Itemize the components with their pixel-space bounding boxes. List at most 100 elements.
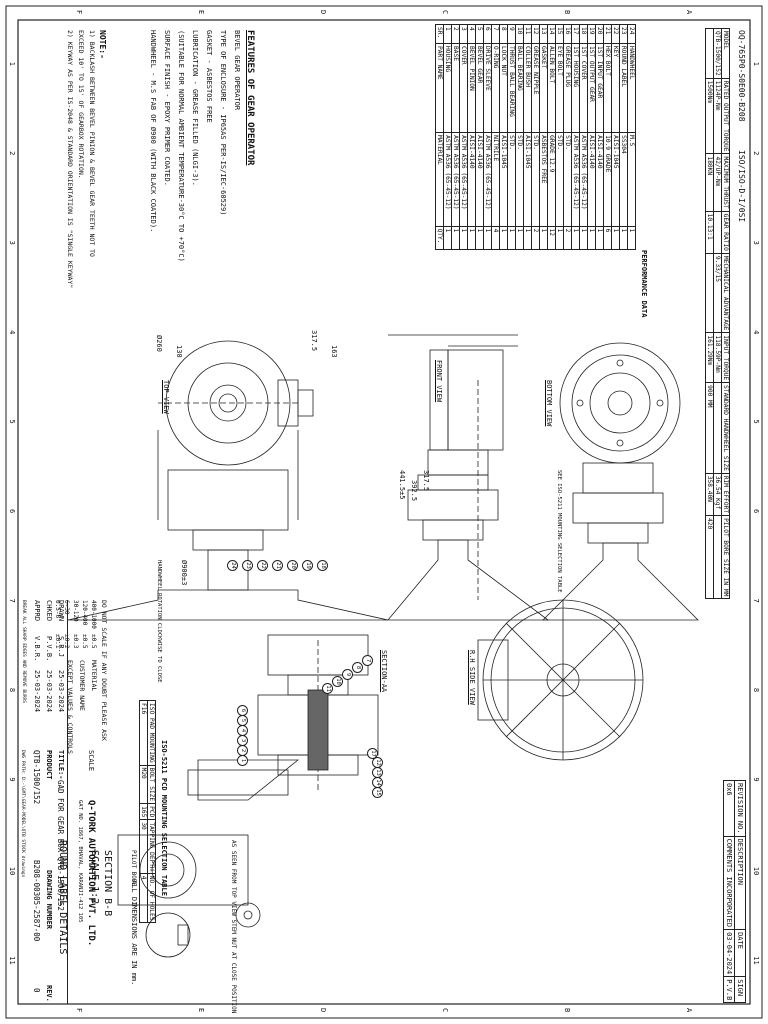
pilot-bore-detail — [117, 834, 249, 906]
iso-mounting-table: ISO PAD MOUNTING BOLT SIZE PCD TAPPING D… — [139, 700, 156, 923]
revision-date-label: DATE — [734, 929, 746, 977]
drawing-number: B208-00305-2587-00 — [32, 860, 41, 942]
company-address: GAT NO. 1867, BHAVAL, KARANJI-412 105 — [77, 800, 83, 923]
revision-sign: P.V.B — [723, 976, 735, 1003]
product-label: PRODUCT — [45, 750, 53, 780]
rh-side-view-label: R.H SIDE VIEW — [468, 650, 476, 705]
revision-sign-label: SIGN — [734, 976, 746, 1003]
iso-header: BOLT SIZE — [147, 765, 156, 804]
revision-no-label: REVISION NO. — [734, 780, 746, 837]
material-label: MATERIAL — [90, 660, 98, 692]
iso-cell: 165 — [139, 803, 148, 820]
revision-no: 0x6 — [723, 780, 735, 837]
revision-row: 0x6 COMMENTS INCORPORATED 03-04-2024 P.V… — [723, 780, 735, 1003]
title-label: TITLE:- — [57, 750, 65, 780]
part-balloon: 17 — [367, 748, 378, 759]
revision-header-row: REVISION NO. DESCRIPTION DATE SIGN — [734, 780, 746, 1003]
tolerance-note: DO NOT SCALE IF ANY DOUBT PLEASE ASK — [100, 600, 108, 741]
front-view-drawing — [387, 334, 550, 621]
section-bb-label: SECTION B-B — [102, 850, 113, 917]
dwg-path: DWG PATH: D:-\GMT\GEAR-MODEL\QTB STOCK d… — [20, 750, 25, 878]
see-iso-note: SEE ISO-5211 MOUNTING SELECTION TABLE — [556, 470, 562, 593]
iso-header-row: ISO PAD MOUNTING BOLT SIZE PCD TAPPING D… — [147, 700, 156, 923]
part-balloon: 21 — [272, 560, 283, 571]
checked-date: 25-03-2024 — [45, 670, 53, 713]
section-aa-drawing — [187, 634, 379, 801]
revision-description-label: DESCRIPTION — [734, 836, 746, 930]
drawn-date: 25-03-2024 — [57, 670, 65, 713]
iso-header: ISO PAD MOUNTING — [147, 700, 156, 766]
round-label-detail — [235, 902, 261, 928]
dimension-441-5: 441.5±5 — [398, 470, 406, 500]
part-balloon: 22 — [257, 560, 268, 571]
company-name: Q-TORK AUTOMATION PVT. LTD. — [86, 800, 96, 947]
front-view-label: FRONT VIEW — [435, 360, 443, 403]
iso-header: TAPPING DEPTH — [147, 819, 156, 874]
section-bb-detail — [145, 912, 191, 958]
approved-by: V.B.R. — [33, 636, 41, 662]
checked-by: P.V.B. — [45, 636, 53, 662]
iso-table-title: ISO-5211 PCD MOUNTING SELECTION TABLE — [160, 740, 168, 896]
tolerance-range: 400-1000 — [90, 600, 97, 629]
iso-row: F16 M20 165 30 4 — [139, 700, 148, 923]
dimension-392-5: 392.5 — [410, 480, 418, 502]
iso-cell: F16 — [139, 700, 148, 766]
part-balloon: 18 — [317, 560, 328, 571]
iso-cell: 4 — [139, 873, 148, 923]
bottom-view-drawing — [542, 342, 699, 621]
tolerance-value: ±0.3 — [72, 634, 79, 649]
drawn-by: S.R.J — [57, 636, 65, 658]
part-balloon: 1 — [237, 755, 248, 766]
title-block: DRAWN S.R.J 25-03-2024 CHKED P.V.B. 25-0… — [17, 600, 96, 1004]
dimension-260: Ø260 — [155, 335, 163, 352]
drawn-label: DRAWN — [57, 600, 65, 622]
approved-label: APPRD — [33, 600, 41, 622]
approved-date: 25-03-2024 — [33, 670, 41, 713]
revision-date: 03-04-2024 — [723, 929, 735, 977]
tolerance-value: ±0.5 — [81, 634, 88, 649]
dimension-317-5-vertical: 317.5 — [422, 470, 430, 492]
part-balloon: 15 — [372, 787, 383, 798]
dimension-163: 163 — [330, 345, 338, 358]
product-value: QTB-1500/152 — [32, 750, 41, 805]
stem-nut-note: AS SEEN FROM TOP VIEW STEM NUT AT CLOSE … — [230, 840, 237, 1014]
part-balloon: 11 — [322, 683, 333, 694]
part-balloon: 9 — [342, 669, 353, 680]
part-balloon: 23 — [242, 560, 253, 571]
dimensions-unit-note: ALL DIMENSIONS ARE IN mm. — [130, 880, 138, 986]
revision-table: REVISION NO. DESCRIPTION DATE SIGN 0x6 C… — [723, 780, 746, 1003]
tolerance-value: ±0.5 — [90, 634, 97, 649]
iso-cell: 30 — [139, 819, 148, 874]
part-balloon: 8 — [352, 662, 363, 673]
handwheel-rotation-note: HANDWHEEL ROTATION CLOCKWISE TO CLOSE — [156, 560, 162, 683]
section-aa-label: SECTION-AA — [380, 650, 388, 693]
tolerance-range: 30-120 — [72, 600, 79, 622]
part-balloon: 19 — [302, 560, 313, 571]
iso-header: PCD — [147, 803, 156, 820]
iso-cell: M20 — [139, 765, 148, 804]
drawing-number-label: DRAWING NUMBER — [45, 870, 53, 930]
drawing-title: GAD FOR GEAR BOX QTB-1500/152 — [56, 780, 65, 911]
customer-name-label: CUSTOMER NAME — [78, 660, 86, 711]
rev-value: 0 — [32, 988, 41, 993]
rev-label: REV. — [45, 985, 53, 1002]
top-view-drawing — [67, 340, 389, 621]
revision-description: COMMENTS INCORPORATED — [723, 836, 735, 930]
part-balloon: 20 — [287, 560, 298, 571]
checked-label: CHKED — [45, 600, 53, 622]
part-balloon: 24 — [227, 560, 238, 571]
iso-header: NO. OF HOLES — [147, 873, 156, 923]
top-view-label: TOP VIEW — [162, 380, 170, 414]
dimension-130: 130 — [175, 345, 183, 358]
tolerance-range: 120-400 — [81, 600, 88, 626]
scale-label: SCALE — [87, 750, 95, 772]
rh-side-view-drawing — [477, 599, 644, 761]
part-balloon: 10 — [332, 676, 343, 687]
dimension-900: Ø900±3 — [180, 560, 188, 586]
dimension-317-5: 317.5 — [310, 330, 318, 352]
part-balloon: 7 — [362, 655, 373, 666]
